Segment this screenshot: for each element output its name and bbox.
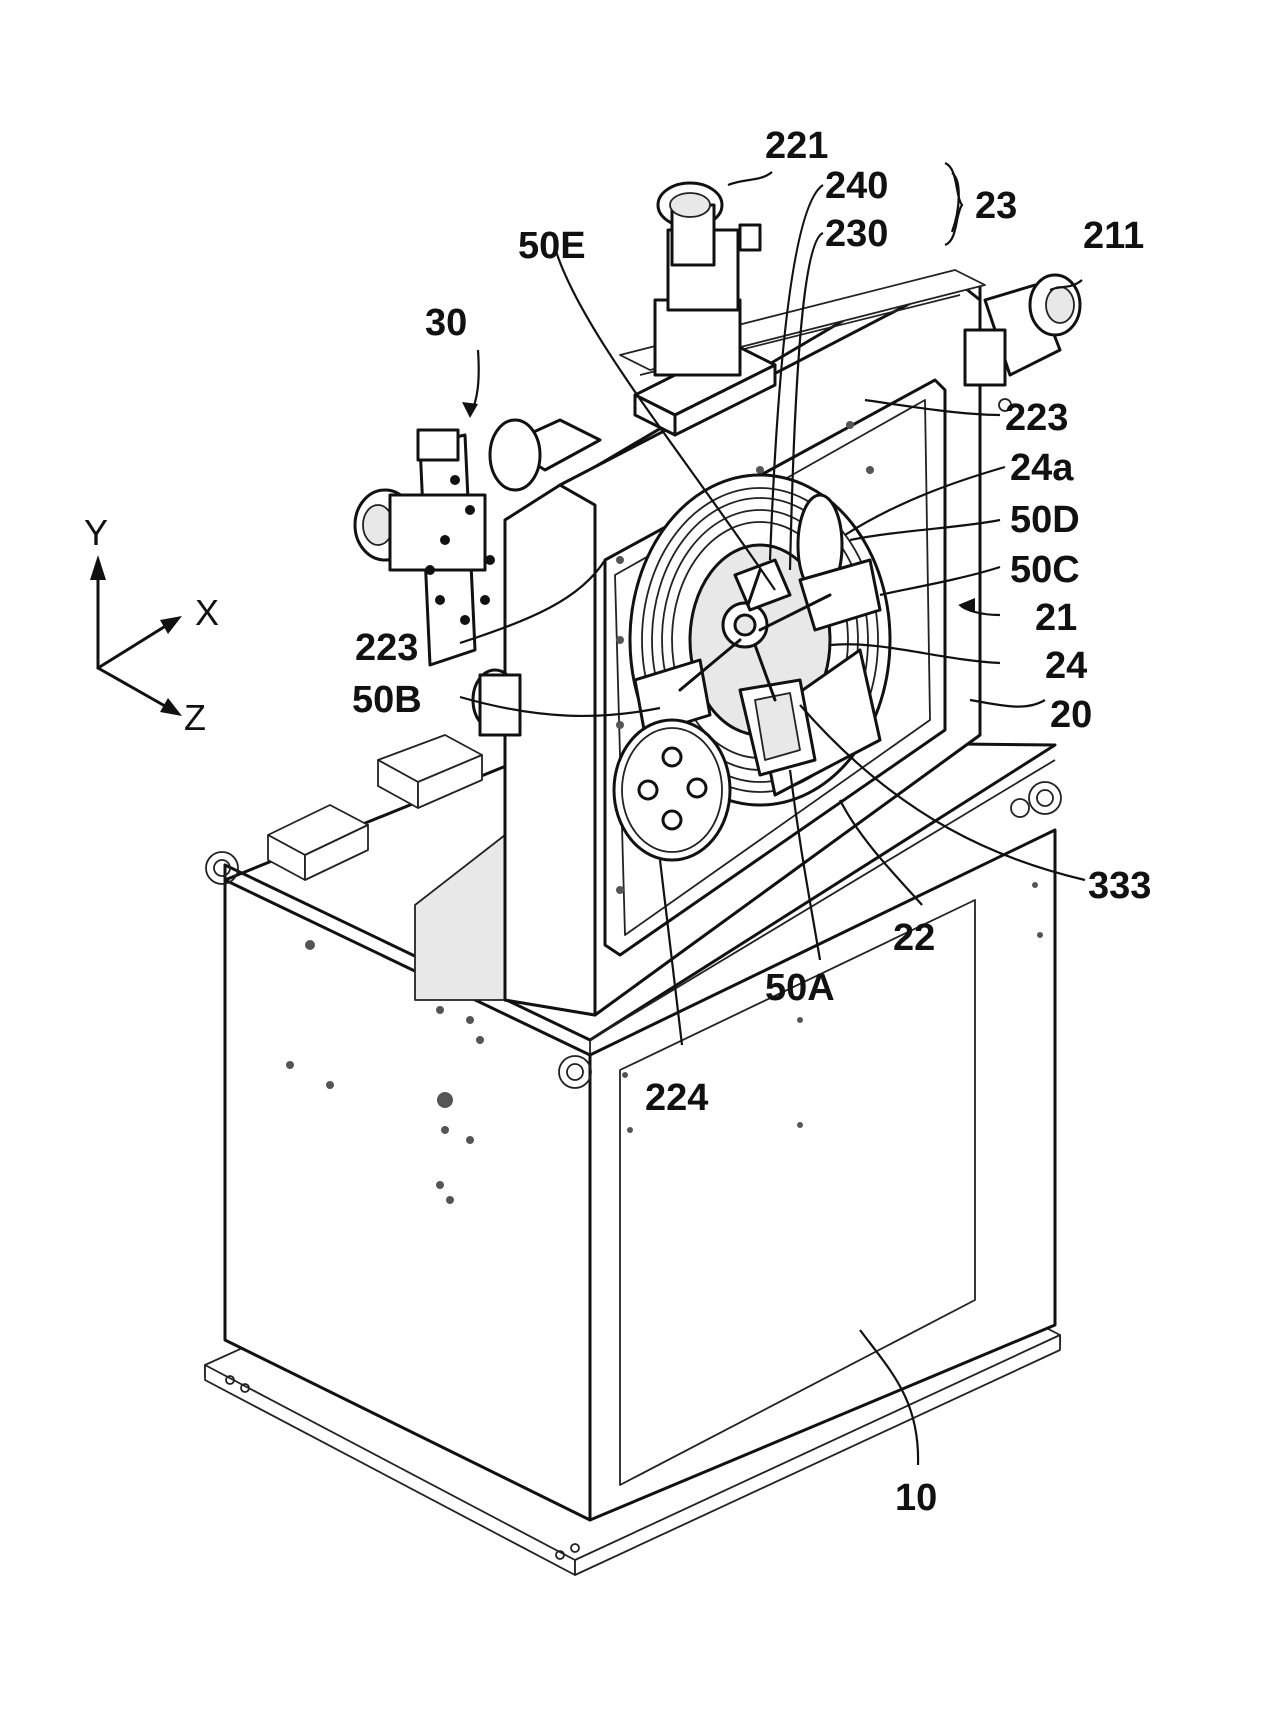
label-20: 20 bbox=[1050, 694, 1092, 736]
label-21: 21 bbox=[1035, 597, 1077, 639]
coordinate-axes: Y X Z bbox=[84, 512, 219, 738]
label-223-left: 223 bbox=[355, 627, 418, 669]
label-50E: 50E bbox=[518, 225, 586, 267]
label-50C: 50C bbox=[1010, 549, 1080, 591]
label-50D: 50D bbox=[1010, 499, 1080, 541]
label-211: 211 bbox=[1083, 215, 1144, 257]
label-22: 22 bbox=[893, 917, 935, 959]
label-23: 23 bbox=[975, 185, 1017, 227]
label-223-top: 223 bbox=[1005, 397, 1068, 439]
axis-label-x: X bbox=[195, 592, 219, 633]
label-50B: 50B bbox=[352, 679, 422, 721]
label-24a: 24a bbox=[1010, 447, 1074, 489]
label-333: 333 bbox=[1088, 865, 1151, 907]
axis-label-y: Y bbox=[84, 512, 108, 553]
axis-label-z: Z bbox=[184, 697, 206, 738]
label-24: 24 bbox=[1045, 645, 1087, 687]
label-240: 240 bbox=[825, 165, 888, 207]
right-servo-motor bbox=[965, 275, 1080, 411]
label-224: 224 bbox=[645, 1077, 708, 1119]
label-50A: 50A bbox=[765, 967, 835, 1009]
label-221: 221 bbox=[765, 125, 828, 167]
label-10: 10 bbox=[895, 1477, 937, 1519]
label-230: 230 bbox=[825, 213, 888, 255]
label-30: 30 bbox=[425, 302, 467, 344]
